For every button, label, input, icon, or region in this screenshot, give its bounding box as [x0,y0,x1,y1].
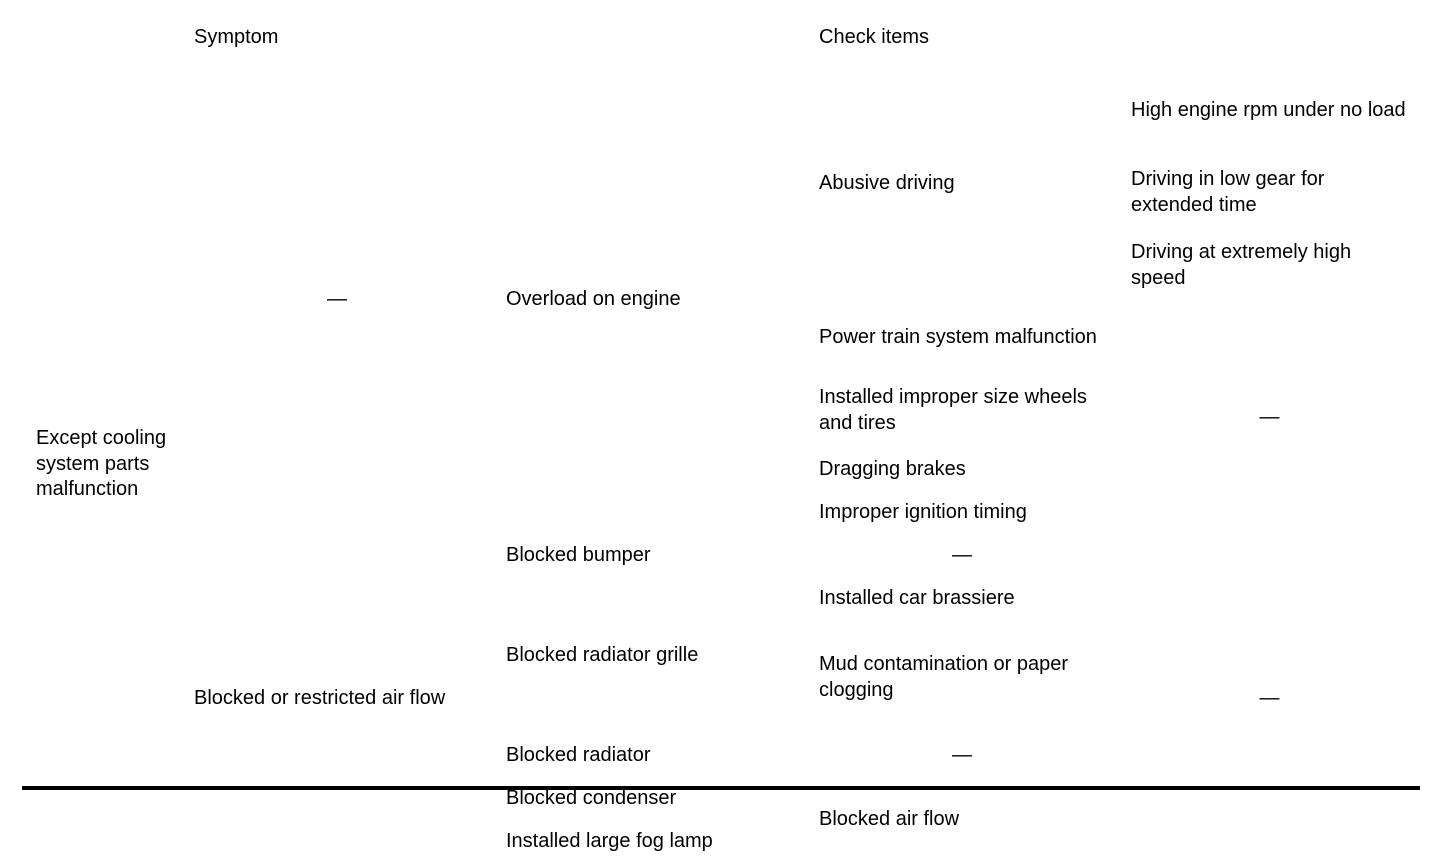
table-header-row: Symptom Check items [22,10,1420,66]
check-driving-high-speed: Driving at extremely high speed [1117,230,1420,302]
check-installed-car-brassiere: Installed car brassiere [805,577,1117,620]
header-check-items: Check items [805,10,1420,66]
check-installed-large-fog-lamp: Installed large fog lamp [492,820,805,863]
em-dash: — [327,288,347,311]
check-dash-blocked-bumper: — [805,534,1117,577]
table-row: Power train system malfunction — [22,302,1420,534]
table-row: Blocked or restricted air flow Blocked b… [22,534,1420,863]
check-dash-blocked-radiator: — [805,735,1117,777]
check-blocked-radiator-grille: Blocked radiator grille [492,577,805,735]
em-dash: — [1259,686,1280,709]
symptom-blocked-restricted-air-flow: Blocked or restricted air flow [180,534,492,863]
table-row: Driving at extremely high speed [22,230,1420,302]
table-row: Mud contamination or paper clogging [22,620,1420,735]
header-blank-cell [22,10,180,66]
check-dragging-brakes: Dragging brakes [805,448,1117,491]
check-blocked-radiator: Blocked radiator [492,735,805,777]
symptom-dash-overload: — [180,66,492,534]
group-label-except-cooling-system: Except cooling system parts malfunction [22,66,180,863]
table-row: Improper ignition timing [22,491,1420,534]
check-blocked-condenser: Blocked condenser [492,777,805,820]
symptom-overload-on-engine: Overload on engine [492,66,805,534]
table-row: Except cooling system parts malfunction … [22,66,1420,863]
table-row: Installed improper size wheels and tires [22,374,1420,448]
table-bottom-border [22,786,1420,790]
check-driving-low-gear: Driving in low gear for extended time [1117,156,1420,230]
check-blocked-bumper: Blocked bumper [492,534,805,577]
check-high-engine-rpm: High engine rpm under no load [1117,66,1420,156]
troubleshooting-table: Symptom Check items Except cooling syste… [22,10,1420,863]
check-improper-ignition-timing: Improper ignition timing [805,491,1117,534]
check-dash-powertrain-group: — [1117,302,1420,534]
check-improper-wheels-tires: Installed improper size wheels and tires [805,374,1117,448]
table-row: Driving in low gear for extended time [22,156,1420,230]
check-abusive-driving: Abusive driving [805,66,1117,302]
header-symptom: Symptom [180,10,805,66]
table-row: Blocked radiator grille Installed car br… [22,577,1420,735]
check-dash-airflow-group: — [1117,534,1420,863]
check-power-train-malfunction: Power train system malfunction [805,302,1117,374]
em-dash: — [1259,406,1280,429]
table-row: Blocked radiator — [22,735,1420,777]
em-dash: — [952,543,972,566]
check-mud-contamination-paper-clogging: Mud contamination or paper clogging [805,620,1117,735]
em-dash: — [952,744,972,767]
page-canvas: Symptom Check items Except cooling syste… [22,26,1420,852]
table-row: Dragging brakes [22,448,1420,491]
